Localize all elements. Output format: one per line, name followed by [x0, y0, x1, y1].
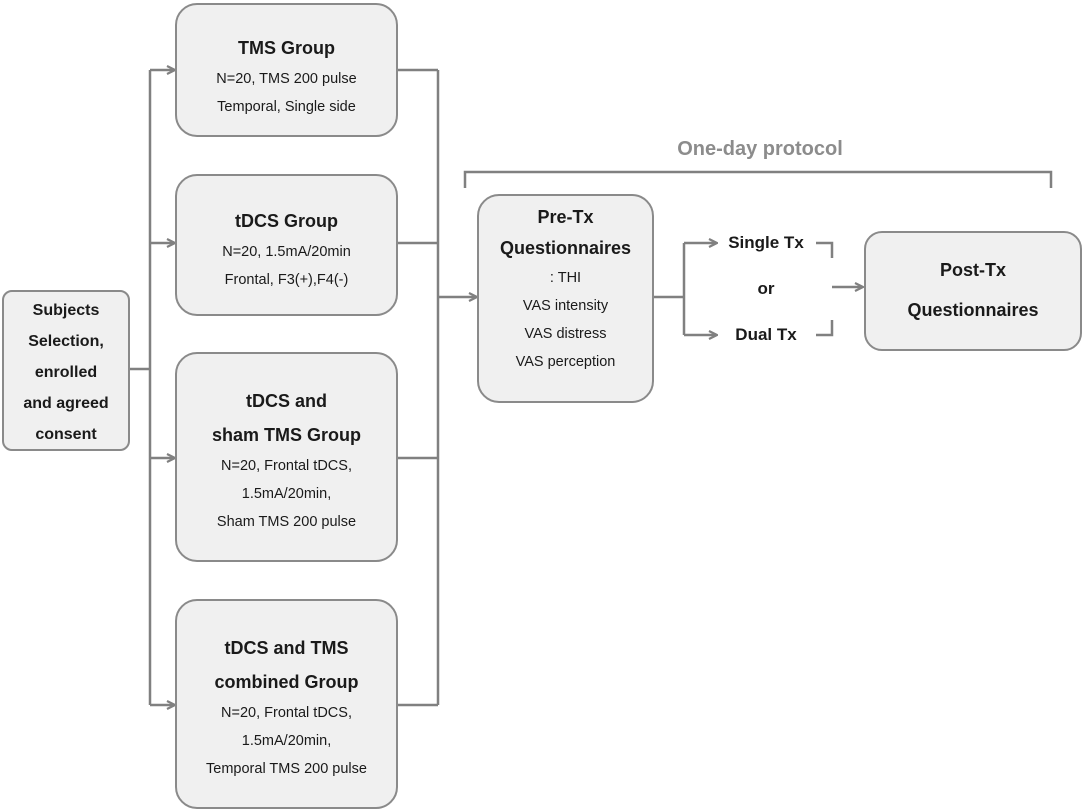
protocol-bracket [463, 170, 1053, 188]
subjects-box: Subjects Selection, enrolled and agreed … [2, 290, 130, 451]
single-tx-label: Single Tx [728, 233, 804, 252]
single-tx-out [816, 241, 834, 258]
group-detail: 1.5mA/20min, [241, 486, 332, 502]
tms-group-box: TMS Group N=20, TMS 200 pulse Temporal, … [175, 3, 398, 137]
tdcs-tms-combined-group-box: tDCS and TMS combined Group N=20, Fronta… [175, 599, 398, 809]
subjects-line: Subjects [32, 302, 100, 319]
tdcs-group-box: tDCS Group N=20, 1.5mA/20min Frontal, F3… [175, 174, 398, 316]
group-detail: 1.5mA/20min, [241, 733, 332, 749]
post-tx-title: Post-Tx [939, 260, 1006, 280]
group-title: sham TMS Group [211, 425, 361, 445]
pre-tx-title: Pre-Tx [537, 207, 594, 227]
subjects-line: and agreed [23, 395, 109, 412]
dual-tx-label: Dual Tx [735, 325, 797, 344]
dual-tx-out [816, 320, 834, 337]
group-detail: Frontal, F3(+),F4(-) [224, 272, 349, 288]
or-label: or [757, 279, 775, 298]
pre-tx-item: VAS perception [515, 354, 616, 370]
subjects-line: consent [35, 426, 97, 443]
group-title: tDCS and [246, 391, 327, 411]
group-detail: N=20, TMS 200 pulse [216, 71, 357, 87]
tdcs-sham-tms-group-box: tDCS and sham TMS Group N=20, Frontal tD… [175, 352, 398, 562]
group-detail: N=20, Frontal tDCS, [221, 458, 352, 474]
group-title: combined Group [214, 672, 359, 692]
pre-tx-item: VAS distress [524, 326, 607, 342]
group-detail: Sham TMS 200 pulse [216, 514, 357, 530]
group-detail: Temporal TMS 200 pulse [206, 761, 367, 777]
subjects-line: Selection, [28, 333, 104, 350]
pre-tx-item: VAS intensity [522, 298, 609, 314]
pre-tx-title: Questionnaires [499, 238, 632, 258]
subjects-line: enrolled [34, 364, 98, 381]
pre-tx-item: : THI [549, 270, 582, 286]
group-title: TMS Group [238, 38, 335, 58]
pre-tx-box: Pre-Tx Questionnaires : THI VAS intensit… [477, 194, 654, 403]
group-title: tDCS Group [235, 211, 338, 231]
group-title: tDCS and TMS [224, 638, 349, 658]
group-detail: Temporal, Single side [217, 99, 356, 115]
group-detail: N=20, 1.5mA/20min [222, 244, 351, 260]
post-tx-box: Post-Tx Questionnaires [864, 231, 1082, 351]
protocol-title: One-day protocol [677, 138, 843, 160]
group-detail: N=20, Frontal tDCS, [221, 705, 352, 721]
post-tx-title: Questionnaires [907, 300, 1039, 320]
